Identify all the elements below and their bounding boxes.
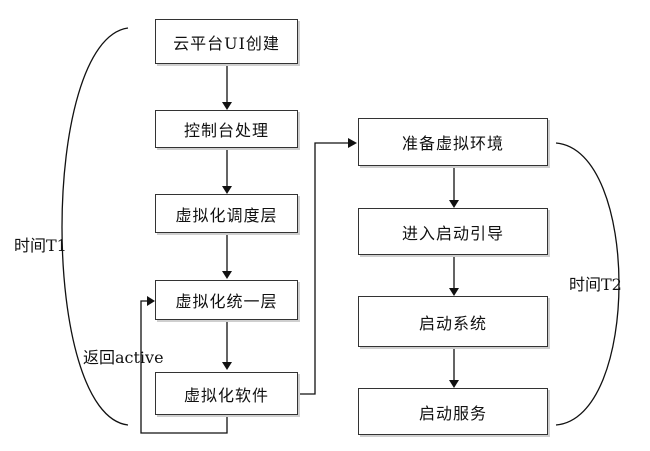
- box-cloud-ui-create: 云平台UI创建: [155, 19, 298, 64]
- time-t1-label: 时间T1: [14, 236, 67, 255]
- left-brace-t1: [61, 27, 129, 426]
- arrowhead-return-loop: [147, 296, 155, 306]
- arrowhead-software-to-prepare: [348, 138, 357, 148]
- arrowhead-system-to-service: [449, 380, 459, 388]
- box-virtualization-software: 虚拟化软件: [155, 372, 298, 415]
- connector-software-to-prepare: [298, 142, 348, 395]
- arrowhead-boot-to-system: [449, 288, 459, 296]
- box-virtualization-scheduling-layer: 虚拟化调度层: [155, 194, 298, 233]
- arrowhead-console-to-scheduler: [222, 186, 232, 194]
- box-console-processing: 控制台处理: [155, 110, 298, 148]
- box-start-system: 启动系统: [358, 296, 548, 347]
- return-loop-path: [140, 300, 228, 434]
- box-enter-boot-loader: 进入启动引导: [358, 208, 548, 255]
- time-t2-label: 时间T2: [569, 275, 622, 294]
- right-brace-t2: [555, 142, 620, 426]
- arrowhead-scheduler-to-unified: [222, 271, 232, 279]
- box-start-service: 启动服务: [358, 388, 548, 435]
- box-prepare-virtual-environment: 准备虚拟环境: [358, 118, 548, 166]
- return-active-label: 返回active: [83, 348, 164, 367]
- arrowhead-prepare-to-boot: [449, 200, 459, 208]
- box-virtualization-unified-layer: 虚拟化统一层: [155, 280, 298, 320]
- arrowhead-ui-to-console: [222, 102, 232, 110]
- arrowhead-unified-to-software: [222, 362, 232, 370]
